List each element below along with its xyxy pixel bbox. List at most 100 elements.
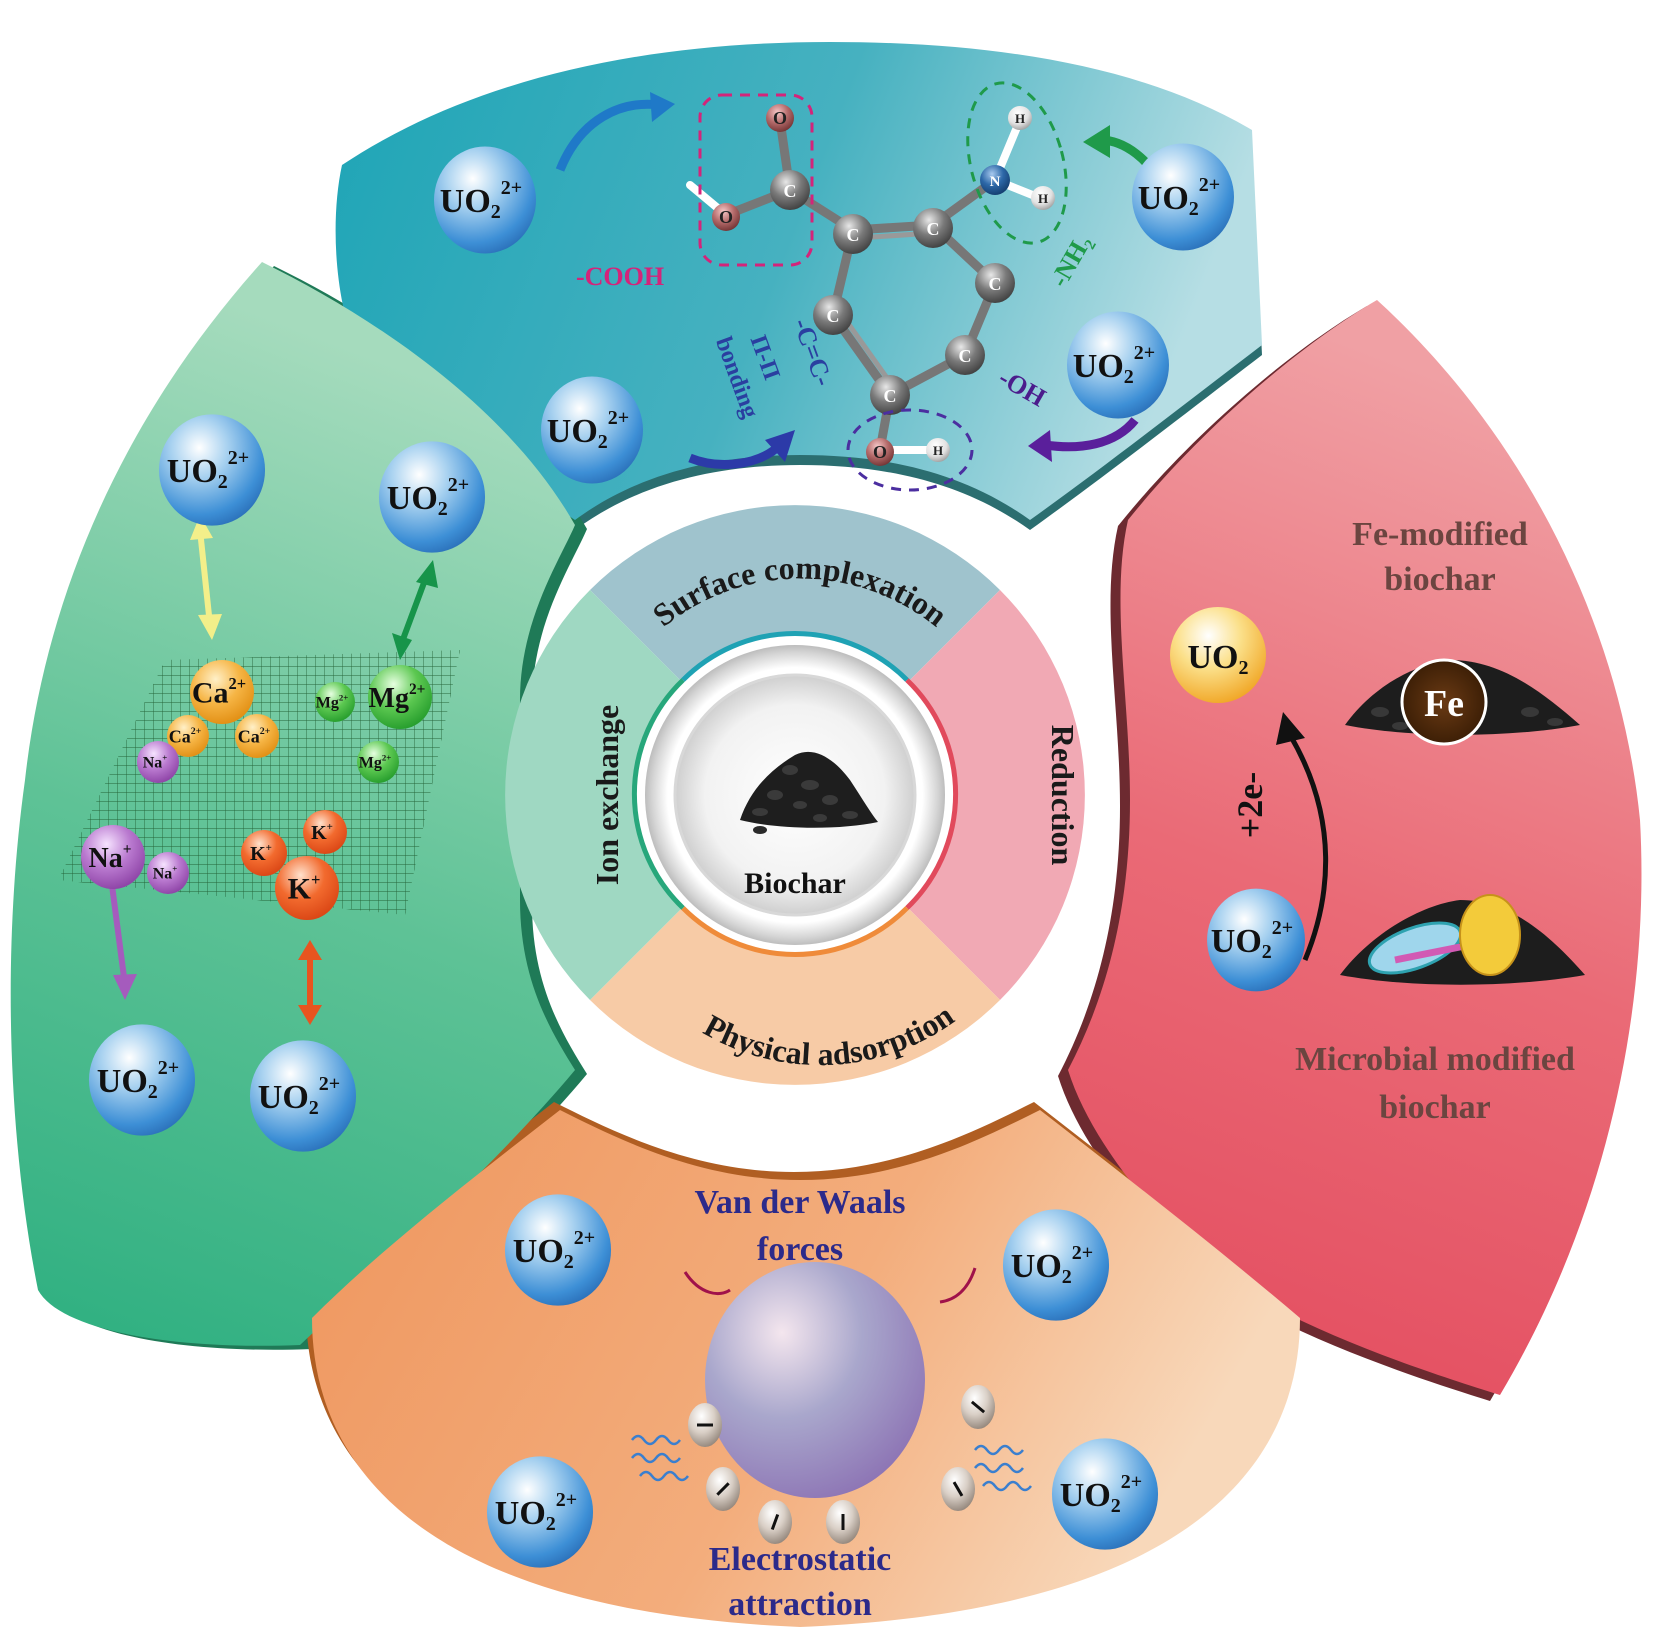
- microbial-biochar-title-line2: biochar: [1379, 1089, 1490, 1126]
- atom-n: N: [990, 174, 1001, 190]
- ring-surface-complexation: [590, 505, 1000, 690]
- atom-c1: C: [784, 181, 797, 201]
- uranyl-ion: UO22+: [158, 414, 266, 526]
- cation-label: Mg2+: [316, 692, 349, 711]
- cooh-highlight: [698, 93, 814, 267]
- atom-c2: C: [847, 225, 860, 245]
- center-label: Biochar: [744, 867, 846, 900]
- uo2-product-label: UO2: [1188, 639, 1249, 679]
- fe-biochar-title-line1: Fe-modified: [1352, 516, 1528, 553]
- fe-badge-label: Fe: [1424, 683, 1464, 725]
- atom-h3: H: [933, 443, 943, 458]
- cation-na: Na+: [81, 825, 145, 889]
- arrow-to-oh: [1044, 417, 1139, 452]
- electron-transfer-arrow: [1287, 733, 1329, 961]
- fe-biochar-title-line2: biochar: [1384, 561, 1495, 598]
- uranyl-label: UO22+: [440, 177, 522, 223]
- electron-label: +2e-: [1230, 772, 1270, 838]
- wave-lines-right: [974, 1444, 1032, 1492]
- atom-h1: H: [1015, 111, 1025, 126]
- uranyl-label: UO22+: [258, 1073, 340, 1119]
- atom-c6: C: [884, 386, 897, 406]
- ring-physical-adsorption: [590, 900, 1000, 1085]
- atom-c3: C: [927, 219, 940, 239]
- vdw-curve-right: [939, 1267, 977, 1304]
- uranyl-label: UO22+: [495, 1489, 577, 1535]
- accent-arc-reduction: [905, 678, 959, 910]
- atom-o2: O: [719, 207, 733, 227]
- biochar-pile-icon: [740, 751, 878, 834]
- cation-na: Na+: [147, 852, 189, 894]
- cation-k: K+: [241, 830, 287, 876]
- vdw-label-line2: forces: [757, 1231, 843, 1268]
- reduction-content: Fe-modified biochar Microbial modified b…: [1170, 516, 1585, 1126]
- atom-h2: H: [1038, 191, 1048, 206]
- uranyl-ion: UO22+: [88, 1024, 196, 1136]
- uranyl-ion: UO22+: [1051, 1438, 1159, 1550]
- microbial-biochar-pile-icon: [1340, 894, 1585, 985]
- microbial-biochar-title-line1: Microbial modified: [1295, 1041, 1575, 1078]
- uranyl-label: UO22+: [1011, 1242, 1093, 1288]
- uranyl-ion: UO22+: [1207, 888, 1305, 992]
- atom-c4: C: [989, 274, 1002, 294]
- uranyl-ion: UO22+: [486, 1456, 594, 1568]
- uranyl-label: UO22+: [387, 474, 469, 520]
- cation-ca: Ca2+: [167, 715, 209, 757]
- biochar-surface-mesh: [58, 650, 460, 915]
- atoms: [712, 104, 1055, 466]
- arrow-to-cc: [688, 441, 784, 469]
- uranyl-label: UO22+: [1060, 1471, 1142, 1517]
- negative-charge: [758, 1500, 792, 1544]
- cation-label: Ca2+: [169, 726, 202, 746]
- accent-arc-physical: [681, 906, 909, 958]
- cation-label: Ca2+: [192, 674, 246, 710]
- negative-charge: [826, 1500, 860, 1544]
- cation-mg: Mg2+: [368, 665, 432, 729]
- fe-biochar-pile-icon: Fe: [1345, 658, 1580, 746]
- cation-label: Ca2+: [238, 726, 271, 746]
- molecule-structure: O O C C C C C C C N H H O H: [686, 81, 1068, 492]
- atom-labels: O O C C C C C C C N H H O H: [719, 108, 1048, 462]
- oh-highlight: [846, 408, 974, 492]
- accent-arc-ion: [631, 678, 685, 910]
- center-ring: Biochar Surface complexation Physical ad…: [505, 505, 1085, 1085]
- uranyl-label: UO22+: [1138, 174, 1220, 220]
- uranyl-ion: UO22+: [1002, 1209, 1110, 1321]
- uranyl-label: UO22+: [167, 447, 249, 493]
- cation-mg: Mg2+: [315, 682, 355, 722]
- uranyl-ion: UO22+: [1067, 311, 1169, 419]
- cation-ca: Ca2+: [190, 660, 254, 724]
- cation-k: K+: [275, 856, 339, 920]
- vdw-label-line1: Van der Waals: [694, 1184, 905, 1221]
- electrostatic-label-line2: attraction: [728, 1586, 872, 1623]
- bacterium-pink-icon: [1394, 941, 1471, 964]
- uranyl-ion: UO22+: [541, 376, 643, 484]
- cation-label: Na+: [153, 863, 178, 882]
- ring-reduction: [900, 590, 1085, 1000]
- cation-label: Na+: [88, 841, 131, 874]
- cation-k: K+: [303, 810, 347, 854]
- arrow-to-cooh: [555, 99, 661, 172]
- ion-exchange-content: Ca2+ Ca2+ Ca2+ Mg2+ Mg2+ Mg2+ Na+ Na+ Na+ K+ K+ K+: [58, 515, 460, 1025]
- uranyl-ions: UO22+ UO22+ UO22+ UO22+ UO22+ UO22+ UO22+ UO22+…: [88, 143, 1305, 1568]
- uranyl-ion: UO22+: [504, 1194, 612, 1306]
- fe-badge: [1400, 658, 1488, 746]
- uranyl-ion: UO22+: [1132, 143, 1234, 251]
- yeast-cell-icon: [1459, 894, 1521, 976]
- uranyl-label: UO22+: [97, 1057, 179, 1103]
- electrostatic-label-line1: Electrostatic: [709, 1541, 892, 1578]
- uranyl-label: UO22+: [1073, 342, 1155, 388]
- uranyl-ion: UO22+: [249, 1040, 357, 1152]
- cation-label: K+: [250, 842, 272, 865]
- atom-o1: O: [773, 108, 787, 128]
- cation-label: Mg2+: [359, 752, 392, 771]
- uranyl-ion: UO22+: [434, 146, 536, 254]
- atom-c7: C: [827, 306, 840, 326]
- cation-label: K+: [288, 870, 321, 906]
- wave-lines-left: [631, 1434, 689, 1482]
- cation-label: Na+: [143, 752, 168, 771]
- biochar-particle: [705, 1262, 925, 1498]
- uranyl-label: UO22+: [547, 407, 629, 453]
